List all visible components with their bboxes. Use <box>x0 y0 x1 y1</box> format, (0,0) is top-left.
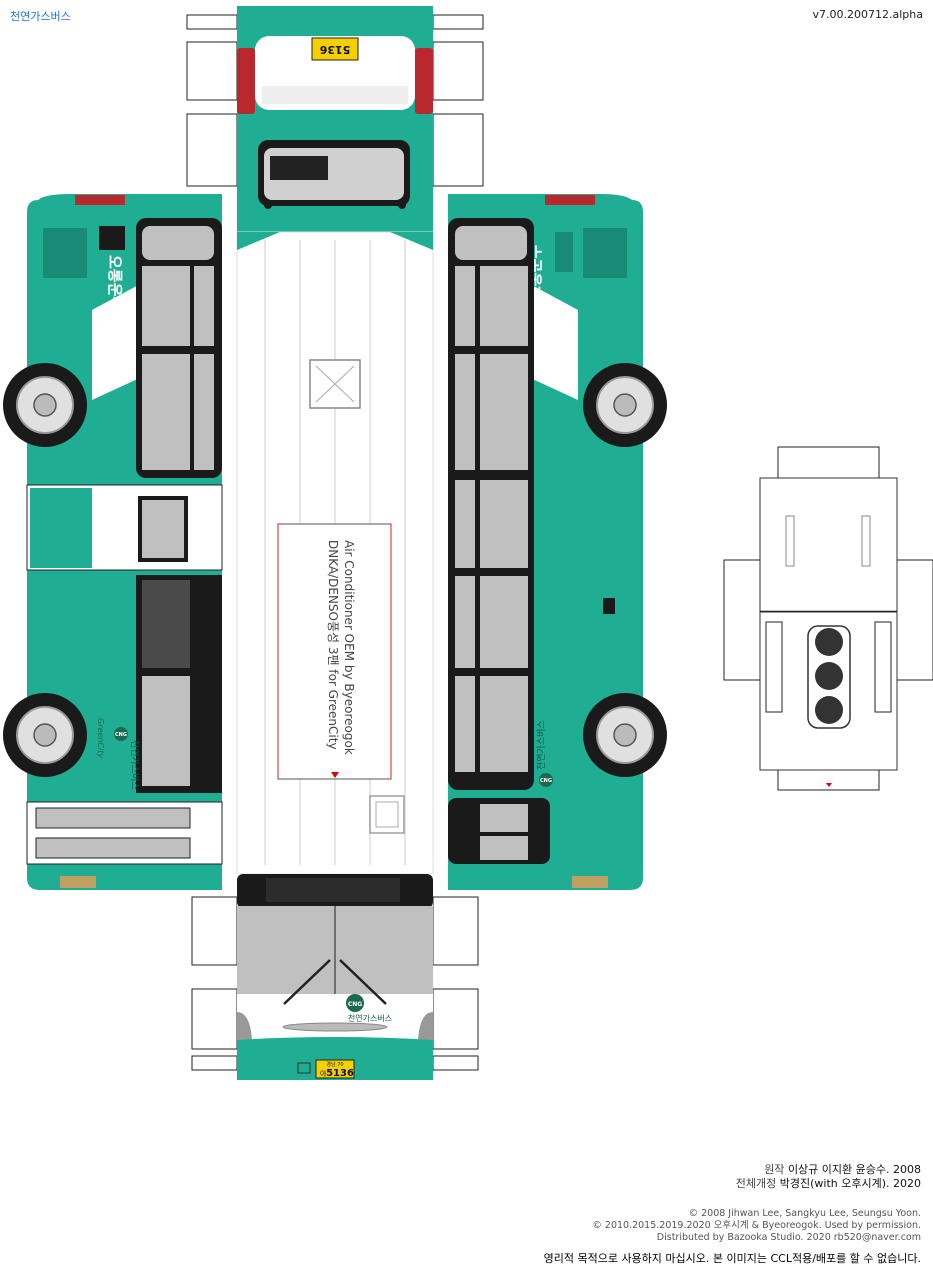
front-cng-badge-text: CNG <box>348 1001 362 1008</box>
glue-tab <box>723 559 761 681</box>
right-fuel-cap <box>603 598 615 614</box>
credits-original-names: 이상규 이지환 윤승수. 2008 <box>787 1163 921 1176</box>
right-engine-vent <box>583 228 627 278</box>
front-fuel-label: 천연가스버스 <box>348 1013 392 1023</box>
copyright-line2: © 2010.2015.2019.2020 오후시계 & Byeoreogok.… <box>592 1220 921 1231</box>
front-license-plate <box>315 1059 355 1079</box>
glue-tab <box>186 41 238 101</box>
glue-tab <box>432 1055 479 1071</box>
headlight-right <box>418 1012 433 1040</box>
air-conditioner-box <box>277 523 392 780</box>
front-plate-region: 경남 70 <box>326 1061 343 1068</box>
left-front-lamp <box>60 876 96 888</box>
glue-tab <box>777 769 880 791</box>
right-cng-badge <box>539 773 553 787</box>
front-panel: CNG 천연가스버스 경남 70 아 5136 <box>191 874 479 1080</box>
version-label: v7.00.200712.alpha <box>812 8 923 21</box>
left-fuel-label: 천연가스버스 <box>129 740 140 790</box>
rear-lamp-left <box>237 48 255 114</box>
right-front-lamp <box>572 876 608 888</box>
rear-name-strip <box>262 86 408 104</box>
fan-1 <box>815 628 843 656</box>
usage-notice: 영리적 목적으로 사용하지 마십시오. 본 이미지는 CCL적용/배포를 할 수… <box>543 1252 921 1265</box>
glue-tab <box>191 1055 238 1071</box>
right-side-panel: 오롱운수 CNG 천연가스버스 <box>448 194 667 890</box>
copyright: © 2008 Jihwan Lee, Sangkyu Lee, Seungsu … <box>592 1208 921 1244</box>
right-fuel-label: 천연가스버스 <box>536 720 547 770</box>
left-rear-vent <box>99 226 125 250</box>
rear-bumper-hook <box>264 201 272 209</box>
rear-panel: 5136 <box>186 6 484 232</box>
left-cng-badge <box>114 727 128 741</box>
wiper-right <box>339 959 387 1005</box>
right-front-wheel <box>583 693 667 777</box>
left-company-name: 오롱운수 <box>106 255 124 310</box>
glue-tab <box>777 446 880 480</box>
rear-vent <box>270 156 328 180</box>
front-bumper <box>237 1037 433 1080</box>
header-title: 천연가스버스 <box>10 10 71 23</box>
credits-original-label: 원작 <box>764 1163 785 1176</box>
underbody-upper <box>759 477 898 613</box>
glue-tab <box>432 896 479 966</box>
glue-tab <box>186 113 238 187</box>
roof-panel: Air Conditioner OEM by Byeoreogok DNKA/D… <box>236 231 434 875</box>
ac-label-line1: Air Conditioner OEM by Byeoreogok <box>342 540 356 755</box>
ac-label-line2: DNKA/DENSO풍성 3팬 for GreenCity <box>326 540 340 750</box>
glue-tab <box>191 988 238 1050</box>
credits-remake-names: 박경진(with 오후시계). 2020 <box>779 1177 921 1190</box>
glue-tab <box>432 14 484 30</box>
wiper-left <box>283 959 331 1005</box>
rear-license-plate <box>311 37 359 61</box>
left-engine-vent <box>43 228 87 278</box>
left-rear-wheel <box>3 363 87 447</box>
right-rear-wheel <box>583 363 667 447</box>
glue-tab <box>186 14 238 30</box>
underbody-part <box>723 446 933 791</box>
glue-tab <box>432 113 484 187</box>
left-model-label: GreenCity <box>96 718 105 758</box>
front-emblem-bar <box>282 1022 388 1032</box>
left-front-wheel <box>3 693 87 777</box>
glue-tab <box>191 896 238 966</box>
left-side-panel: 오롱운수 CNG 천연가스버스 GreenCity <box>3 194 223 890</box>
left-cng-badge-text: CNG <box>115 732 127 738</box>
glue-tab <box>432 988 479 1050</box>
rear-lamp-right <box>415 48 433 114</box>
fan-2 <box>815 662 843 690</box>
headlight-left <box>237 1012 252 1040</box>
glue-tab <box>432 41 484 101</box>
left-rear-marker <box>75 195 125 205</box>
fan-3 <box>815 696 843 724</box>
copyright-line3: Distributed by Bazooka Studio. 2020 rb52… <box>656 1232 921 1243</box>
credits: 원작 이상규 이지환 윤승수. 2008 전체개정 박경진(with 오후시계)… <box>736 1163 921 1191</box>
glue-tab <box>896 559 933 681</box>
right-rear-marker <box>545 195 595 205</box>
front-cng-badge <box>346 994 364 1012</box>
roof-stripe <box>390 232 433 250</box>
roof-stripe <box>237 232 280 250</box>
front-plate-number: 5136 <box>326 1068 354 1079</box>
credits-remake-label: 전체개정 <box>735 1177 777 1190</box>
front-plate-prefix: 아 <box>320 1069 327 1078</box>
copyright-line1: © 2008 Jihwan Lee, Sangkyu Lee, Seungsu … <box>688 1208 921 1219</box>
rear-plate-number: 5136 <box>319 43 350 56</box>
rear-bumper-hook <box>398 201 406 209</box>
right-cng-badge-text: CNG <box>540 778 552 784</box>
